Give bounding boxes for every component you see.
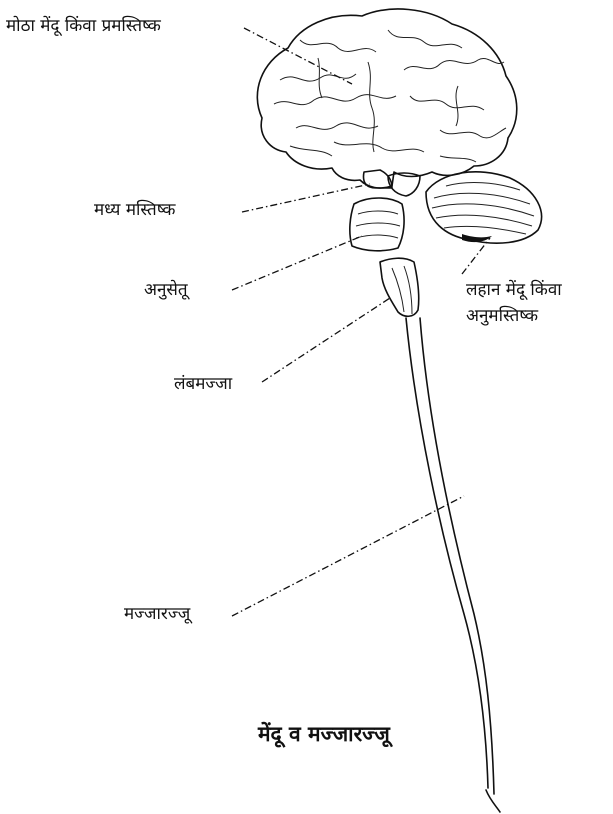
spinal-cord-label: मज्जारज्जू [124,604,190,624]
leader-lines [232,28,490,616]
spinal-cord-drawing [406,318,500,812]
midbrain-label: मध्य मस्तिष्क [94,200,175,220]
diagram-title: मेंदू व मज्जारज्जू [258,720,390,748]
medulla-label: लंबमज्जा [174,374,232,394]
cerebrum-drawing [257,9,516,188]
midbrain-drawing [364,170,421,196]
cerebellum-label-line2: अनुमस्तिष्क [466,306,538,326]
cerebellum-label-line1: लहान मेंदू किंवा [466,280,562,300]
cerebellum-drawing [426,172,542,243]
pons-drawing [350,198,404,251]
cerebrum-label: मोठा मेंदू किंवा प्रमस्तिष्क [6,16,161,36]
medulla-drawing [380,258,419,316]
pons-label: अनुसेतू [144,280,188,300]
